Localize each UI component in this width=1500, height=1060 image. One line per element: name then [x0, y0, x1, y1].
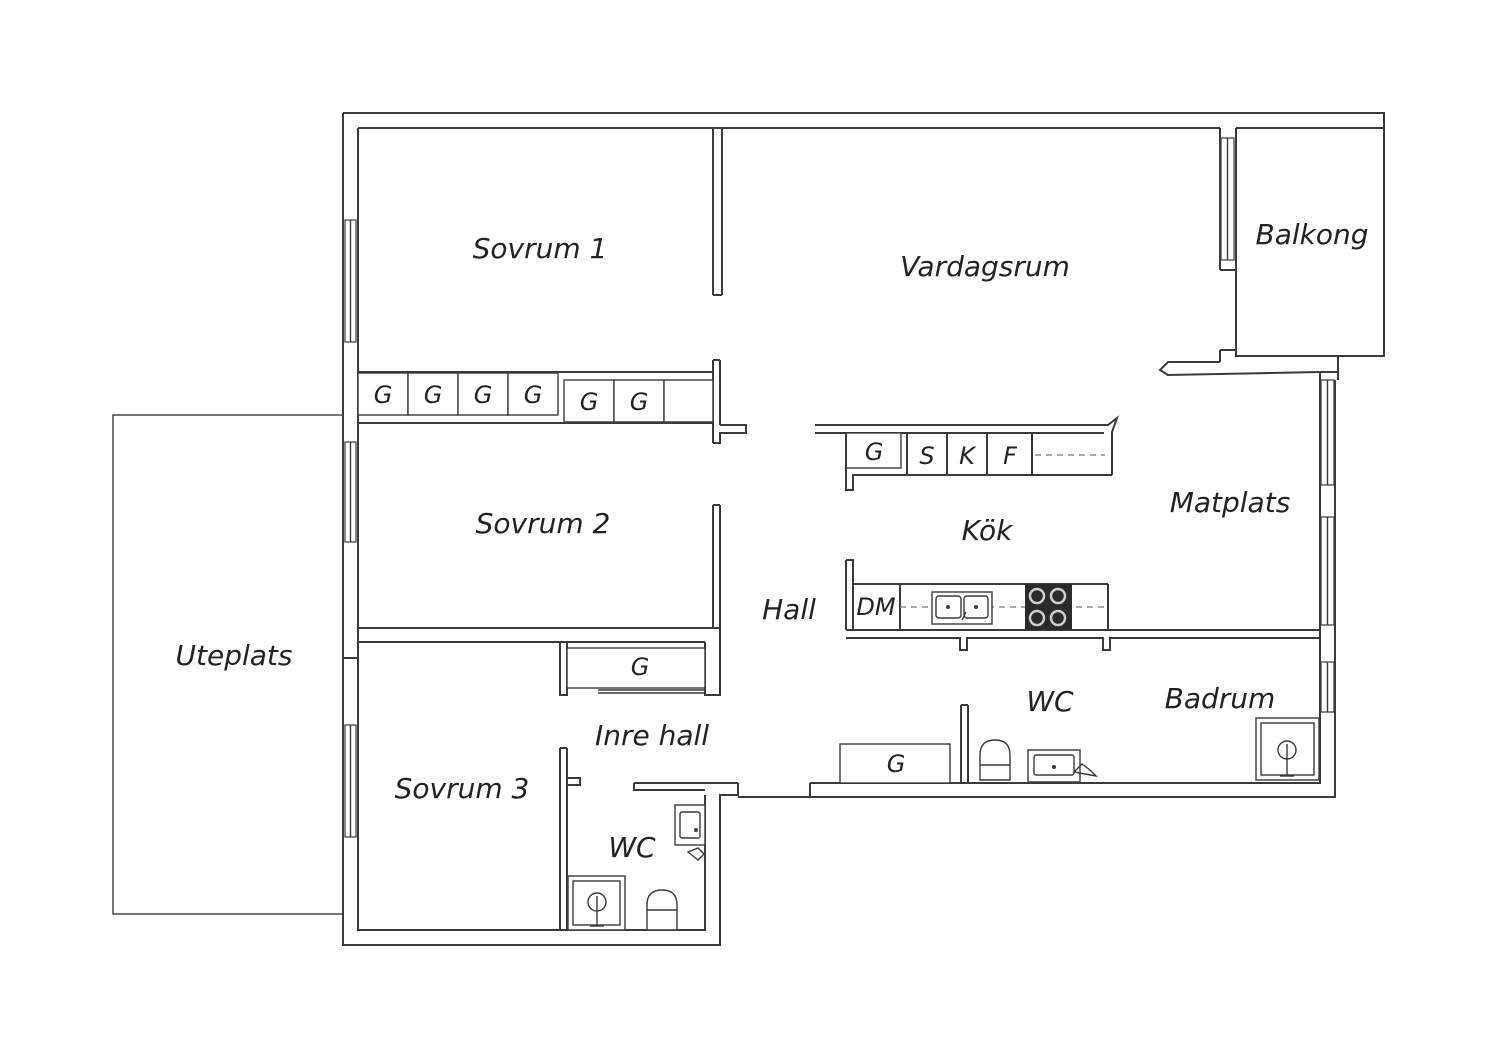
wardrobe-label: G	[887, 750, 906, 778]
label-vardagsrum: Vardagsrum	[900, 250, 1070, 283]
freezer-label: F	[1003, 442, 1018, 470]
wardrobe-label: G	[524, 381, 543, 409]
dishwasher-label: DM	[856, 593, 895, 621]
wardrobe-label: G	[374, 381, 393, 409]
wardrobe-label: G	[424, 381, 443, 409]
cooker-label: K	[959, 442, 977, 470]
washbasin-icon	[1027, 749, 1081, 783]
kitchen-upper-counter	[815, 415, 1120, 491]
toilet-icon	[646, 889, 678, 931]
wardrobe-row	[357, 372, 714, 423]
label-kok: Kök	[962, 514, 1014, 547]
washbasin-icon	[674, 804, 706, 846]
double-sink-icon	[931, 591, 993, 625]
shower-icon	[1255, 717, 1320, 781]
wardrobe-label: G	[865, 438, 884, 466]
small-wc-fixtures	[567, 804, 706, 931]
wardrobe-label: G	[474, 381, 493, 409]
label-matplats: Matplats	[1170, 486, 1291, 519]
kitchen-lower-counter	[845, 559, 1109, 630]
hall-wardrobe	[839, 743, 951, 784]
label-sovrum-3: Sovrum 3	[395, 772, 530, 805]
uteplats-area	[112, 414, 344, 915]
label-hall: Hall	[762, 593, 816, 626]
label-uteplats: Uteplats	[176, 639, 293, 672]
label-sovrum-1: Sovrum 1	[473, 232, 608, 265]
wardrobe-label: G	[630, 388, 649, 416]
interior-walls	[343, 128, 1320, 930]
tap-icon	[1072, 763, 1099, 778]
wardrobe-label: G	[631, 653, 650, 681]
label-inre-hall: Inre hall	[595, 719, 709, 752]
sink-cabinet-label: S	[919, 442, 934, 470]
label-wc-bath: WC	[1026, 685, 1074, 718]
tap-icon	[686, 847, 705, 861]
windows	[344, 137, 1335, 838]
label-badrum: Badrum	[1165, 682, 1276, 715]
bathroom-fixtures	[979, 717, 1320, 783]
inre-hall-wardrobe	[566, 647, 706, 694]
toilet-icon	[979, 739, 1011, 781]
label-wc-small: WC	[608, 831, 656, 864]
label-sovrum-2: Sovrum 2	[476, 507, 611, 540]
cooktop-icon	[1025, 584, 1072, 630]
balkong-area	[1158, 127, 1385, 380]
shower-icon	[567, 875, 626, 931]
wardrobe-label: G	[580, 388, 599, 416]
label-balkong: Balkong	[1255, 218, 1368, 251]
